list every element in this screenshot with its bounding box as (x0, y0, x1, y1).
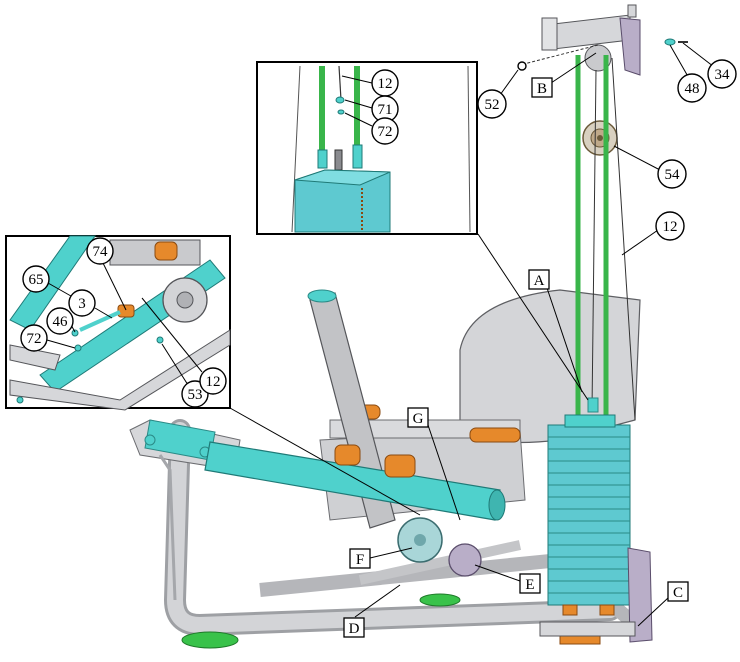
weight-tower (519, 4, 653, 643)
svg-text:52: 52 (485, 97, 500, 113)
inset-leader-top (477, 233, 589, 401)
inset-leader-left (229, 407, 421, 516)
weight-plates (547, 414, 631, 606)
callout-46: 46 (46, 307, 76, 335)
svg-text:D: D (349, 621, 360, 637)
svg-text:3: 3 (78, 296, 86, 312)
svg-text:F: F (356, 552, 364, 568)
callout-72-top: 72 (344, 112, 399, 145)
svg-text:71: 71 (378, 102, 393, 118)
svg-text:74: 74 (93, 244, 109, 260)
label-c: C (637, 581, 689, 627)
label-b: B (531, 52, 597, 98)
foot-pad-center (419, 593, 461, 607)
cyan-lever-tube (204, 441, 506, 521)
svg-text:12: 12 (378, 76, 393, 92)
foot-pad-left (181, 631, 239, 649)
label-e: E (474, 564, 541, 594)
svg-text:46: 46 (53, 314, 69, 330)
svg-text:48: 48 (685, 81, 700, 97)
label-g: G (407, 407, 461, 521)
svg-text:53: 53 (188, 387, 203, 403)
callout-72-left: 72 (20, 324, 76, 352)
callout-12-left: 12 (141, 297, 227, 395)
svg-text:B: B (537, 81, 547, 97)
svg-text:34: 34 (715, 67, 731, 83)
detail-inset-pivot (5, 235, 231, 411)
svg-text:C: C (673, 585, 683, 601)
svg-text:65: 65 (29, 272, 44, 288)
callout-3: 3 (68, 289, 113, 319)
callout-34: 34 (664, 38, 737, 89)
callout-71: 71 (344, 95, 399, 123)
svg-text:G: G (413, 411, 424, 427)
pulley-54 (582, 120, 618, 156)
svg-text:72: 72 (27, 331, 42, 347)
label-f: F (349, 547, 413, 569)
pulley-f (397, 517, 443, 563)
detail-inset-selector (256, 61, 478, 235)
callout-74: 74 (86, 237, 127, 311)
label-a: A (528, 269, 583, 393)
callout-52: 52 (477, 61, 527, 119)
pulley-e (448, 543, 482, 577)
callout-12-right: 12 (621, 211, 685, 256)
callout-48: 48 (669, 44, 707, 103)
svg-text:54: 54 (665, 167, 681, 183)
svg-text:A: A (534, 273, 545, 289)
svg-text:E: E (525, 577, 534, 593)
svg-text:12: 12 (663, 219, 678, 235)
svg-text:72: 72 (378, 124, 393, 140)
label-d: D (343, 584, 401, 638)
callout-54: 54 (613, 145, 687, 189)
svg-text:12: 12 (206, 374, 221, 390)
